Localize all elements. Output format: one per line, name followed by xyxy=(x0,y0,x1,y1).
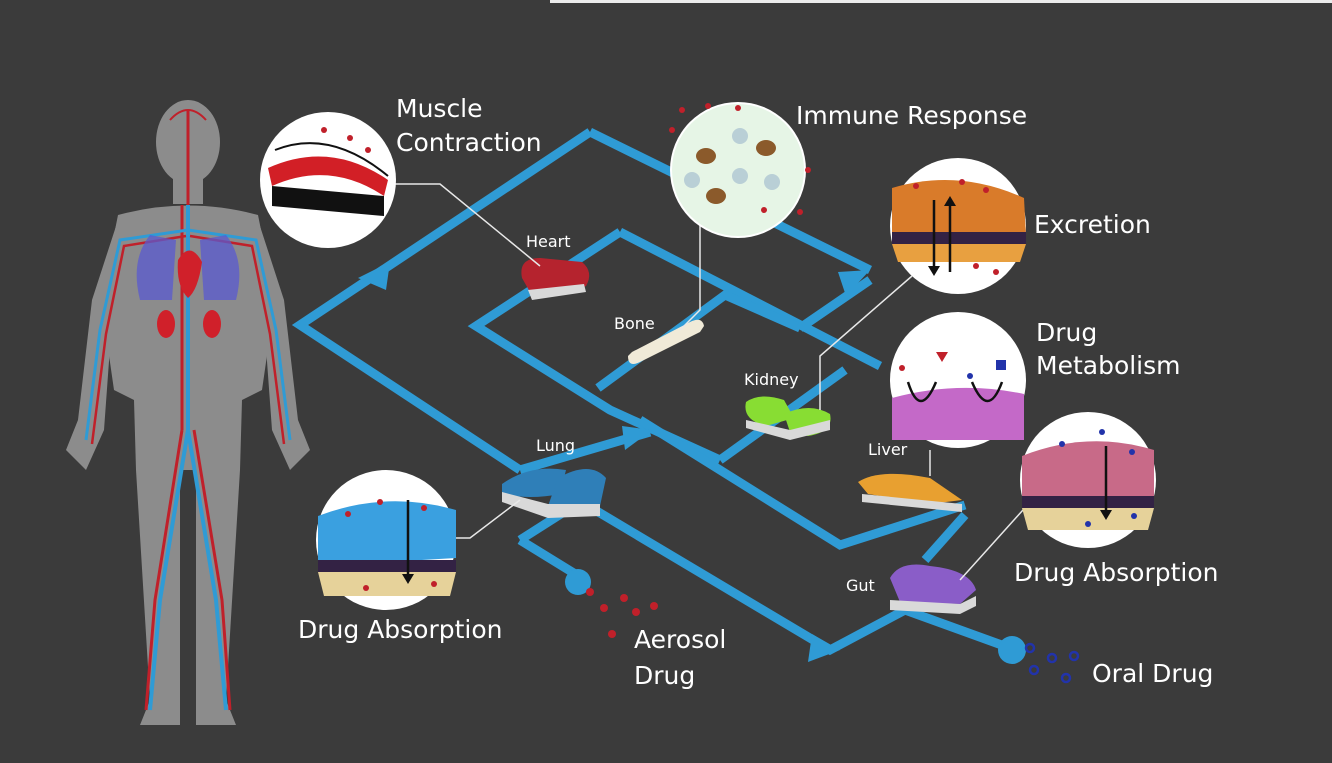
kidney-label: Kidney xyxy=(744,370,799,389)
immune-response-inset xyxy=(669,102,811,238)
liver-label: Liver xyxy=(868,440,908,459)
leader-excretion xyxy=(819,275,913,410)
excretion-label: Excretion xyxy=(1034,210,1151,239)
leader-immune xyxy=(679,220,701,331)
muscle-contraction-label-1: Muscle xyxy=(396,94,483,123)
liver-organ xyxy=(858,473,962,512)
drug-absorption-left-label: Drug Absorption xyxy=(298,615,503,644)
aerosol-inlet xyxy=(565,569,591,595)
oral-particles xyxy=(1024,642,1080,684)
drug-absorption-right-label: Drug Absorption xyxy=(1014,558,1219,587)
gut-organ xyxy=(890,564,976,614)
flow-arrow xyxy=(622,426,652,450)
oral-drug-label: Oral Drug xyxy=(1092,659,1213,688)
heart-organ xyxy=(521,258,590,300)
human-figure xyxy=(66,100,310,725)
excretion-inset xyxy=(890,158,1026,294)
oral-inlet xyxy=(998,636,1026,664)
drug-metabolism-label-1: Drug xyxy=(1036,318,1097,347)
heart-label: Heart xyxy=(526,232,571,251)
lung-organ xyxy=(502,468,606,518)
flow-arrow xyxy=(838,270,870,296)
lung-label: Lung xyxy=(536,436,575,455)
bone-label: Bone xyxy=(614,314,655,333)
gut-label: Gut xyxy=(846,576,875,595)
aerosol-drug-label-1: Aerosol xyxy=(634,625,726,654)
kidney-organ xyxy=(745,396,831,440)
drug-metabolism-inset xyxy=(890,312,1026,448)
leader-absorption-right xyxy=(959,499,1033,581)
aerosol-drug-label-2: Drug xyxy=(634,661,695,690)
drug-metabolism-label-2: Metabolism xyxy=(1036,351,1181,380)
muscle-contraction-label-2: Contraction xyxy=(396,128,542,157)
drug-absorption-left-inset xyxy=(316,470,456,610)
drug-absorption-right-inset xyxy=(1020,412,1156,548)
aerosol-particles xyxy=(586,588,658,638)
bone-organ xyxy=(628,319,704,364)
leader-absorption-left xyxy=(452,499,521,539)
flow-arrow xyxy=(808,634,840,662)
immune-response-label: Immune Response xyxy=(796,101,1027,130)
leader-muscle xyxy=(394,183,541,267)
muscle-contraction-inset xyxy=(260,112,396,248)
flow-arrow xyxy=(358,262,390,290)
